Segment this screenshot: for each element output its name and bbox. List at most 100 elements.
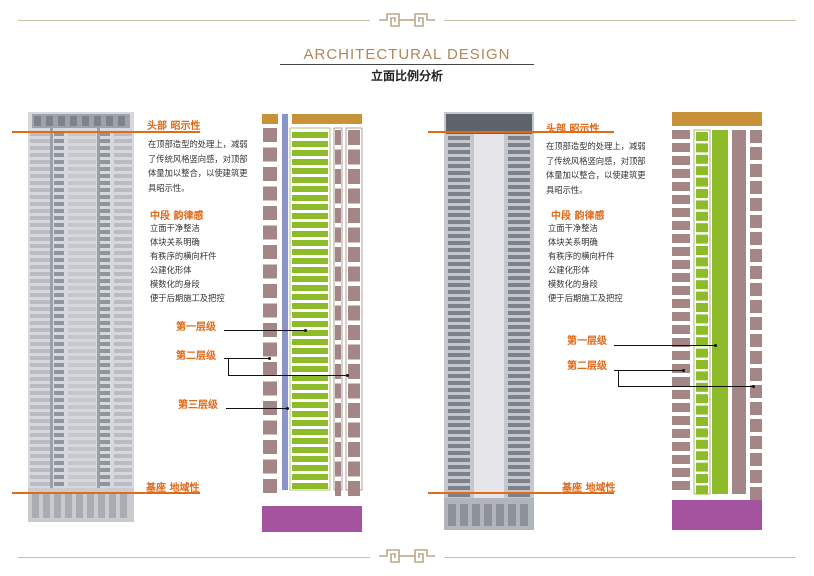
green-cell <box>696 291 708 301</box>
bay-square <box>750 436 762 449</box>
window-strip <box>54 391 64 395</box>
window-strip <box>100 384 110 388</box>
facade-band <box>448 430 470 434</box>
green-cell <box>696 394 708 404</box>
column-cell <box>348 247 360 262</box>
bay-square <box>672 273 690 282</box>
bay-square <box>672 143 690 152</box>
facade-band <box>30 384 50 388</box>
facade-band <box>448 227 470 231</box>
crown-block <box>672 112 762 126</box>
facade-band <box>30 167 50 171</box>
facade-band <box>68 335 96 339</box>
facade-band <box>68 384 96 388</box>
facade-band <box>114 433 132 437</box>
top-frame-line-left <box>18 20 370 21</box>
facade-band <box>114 426 132 430</box>
level-3-label-left: 第三层级 <box>178 400 218 411</box>
facade-band <box>30 468 50 472</box>
window-strip <box>54 356 64 360</box>
facade-band <box>30 146 50 150</box>
facade-band <box>508 451 530 455</box>
level-1-leader-left <box>224 330 306 331</box>
green-cell <box>696 371 708 381</box>
facade-band <box>30 202 50 206</box>
green-cell <box>696 462 708 472</box>
bay-square <box>750 419 762 432</box>
mid-label-left: 中段 韵律感 <box>150 211 204 222</box>
facade-band <box>68 468 96 472</box>
facade-band <box>508 402 530 406</box>
window-strip <box>54 419 64 423</box>
facade-band <box>68 181 96 185</box>
facade-band <box>114 335 132 339</box>
facade-band <box>508 290 530 294</box>
green-cell <box>696 211 708 221</box>
vertical-fin <box>50 128 53 488</box>
facade-band <box>448 318 470 322</box>
facade-band <box>30 377 50 381</box>
green-band <box>292 456 328 462</box>
facade-band <box>68 300 96 304</box>
bay-square <box>750 215 762 228</box>
mauve-column <box>732 130 746 494</box>
facade-band <box>68 419 96 423</box>
window-strip <box>100 223 110 227</box>
base-block <box>262 506 362 532</box>
facade-band <box>448 283 470 287</box>
bay-square <box>672 377 690 386</box>
facade-band <box>448 360 470 364</box>
header-rule <box>280 64 534 65</box>
window-strip <box>54 286 64 290</box>
window-strip <box>54 300 64 304</box>
window-strip <box>54 377 64 381</box>
window-strip <box>100 153 110 157</box>
facade-band <box>30 363 50 367</box>
window-strip <box>54 132 64 136</box>
green-cell <box>696 280 708 290</box>
mid-item: 立面干净整洁 <box>548 223 598 233</box>
facade-band <box>448 353 470 357</box>
header-title-cn: 立面比例分析 <box>370 69 443 83</box>
facade-band <box>30 160 50 164</box>
facade-band <box>448 332 470 336</box>
facade-band <box>448 262 470 266</box>
facade-band <box>30 440 50 444</box>
window-strip <box>100 132 110 136</box>
facade-band <box>30 139 50 143</box>
green-band <box>292 240 328 246</box>
facade-band <box>448 367 470 371</box>
facade-band <box>114 286 132 290</box>
facade-band <box>114 482 132 486</box>
bay-square <box>672 247 690 256</box>
facade-band <box>30 349 50 353</box>
facade-band <box>114 405 132 409</box>
green-band <box>292 249 328 255</box>
facade-band <box>508 472 530 476</box>
facade-band <box>68 447 96 451</box>
crown-fin <box>46 116 53 126</box>
facade-band <box>68 216 96 220</box>
facade-band <box>68 405 96 409</box>
green-band <box>292 402 328 408</box>
facade-band <box>508 479 530 483</box>
window-strip <box>100 377 110 381</box>
facade-band <box>68 244 96 248</box>
window-strip <box>54 447 64 451</box>
facade-band <box>508 430 530 434</box>
base-opening <box>98 494 105 518</box>
facade-band <box>30 370 50 374</box>
facade-band <box>68 286 96 290</box>
green-band <box>292 303 328 309</box>
facade-band <box>114 377 132 381</box>
facade-band <box>508 269 530 273</box>
window-strip <box>54 314 64 318</box>
facade-band <box>30 286 50 290</box>
facade-band <box>68 160 96 164</box>
window-strip <box>100 160 110 164</box>
column-cell <box>348 364 360 379</box>
bay-square <box>750 130 762 143</box>
window-strip <box>100 272 110 276</box>
bay-square <box>672 221 690 230</box>
bay-square <box>672 208 690 217</box>
